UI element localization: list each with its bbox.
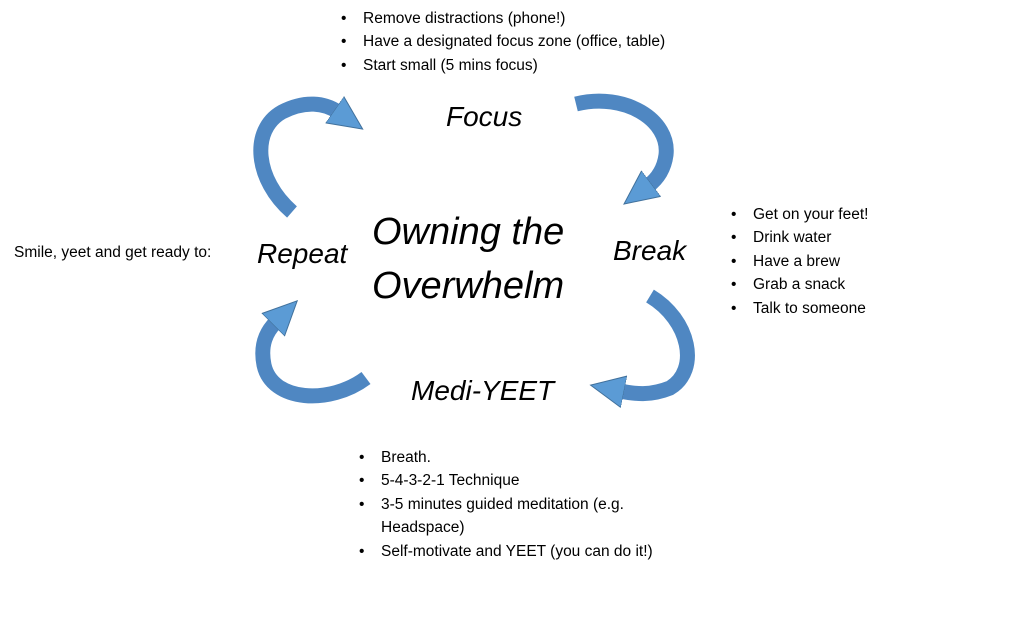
- stage-repeat: Repeat: [257, 238, 348, 269]
- medi-tip: Self-motivate and YEET (you can do it!): [359, 540, 671, 564]
- arrow-focus-to-break: [574, 93, 674, 186]
- focus-tips: Remove distractions (phone!) Have a desi…: [341, 7, 761, 78]
- stage-focus: Focus: [446, 101, 523, 132]
- focus-tip: Start small (5 mins focus): [341, 54, 761, 78]
- arrow-repeat-to-focus: [253, 104, 338, 218]
- medi-tip: 3-5 minutes guided meditation (e.g. Head…: [359, 493, 671, 540]
- arrow-break-to-medi: [620, 289, 695, 394]
- title-line: Overwhelm: [372, 265, 565, 307]
- medi-tips: Breath. 5-4-3-2-1 Technique 3-5 minutes …: [359, 446, 671, 563]
- diagram-title: Owning the Overwhelm: [372, 205, 564, 313]
- focus-tip: Remove distractions (phone!): [341, 7, 761, 31]
- repeat-prefix: Smile, yeet and get ready to:: [14, 244, 212, 261]
- break-tip: Talk to someone: [731, 297, 991, 321]
- focus-tip: Have a designated focus zone (office, ta…: [341, 30, 761, 54]
- break-tip: Grab a snack: [731, 273, 991, 297]
- medi-tip: Breath.: [359, 446, 671, 470]
- stage-medi-yeet: Medi-YEET: [411, 375, 555, 406]
- break-tips: Get on your feet! Drink water Have a bre…: [731, 203, 991, 320]
- break-tip: Get on your feet!: [731, 203, 991, 227]
- break-tip: Have a brew: [731, 250, 991, 274]
- break-tip: Drink water: [731, 226, 991, 250]
- stage-break: Break: [613, 235, 687, 266]
- arrow-medi-to-repeat: [255, 322, 371, 404]
- medi-tip: 5-4-3-2-1 Technique: [359, 469, 671, 493]
- title-line: Owning the: [372, 211, 565, 253]
